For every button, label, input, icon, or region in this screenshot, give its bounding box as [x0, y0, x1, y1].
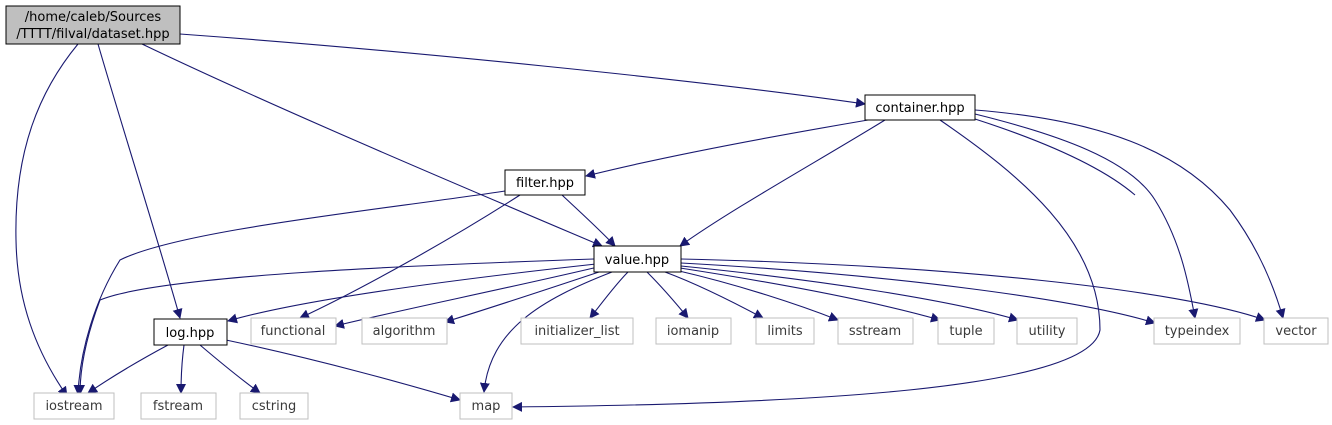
node-tuple: tuple	[937, 317, 995, 345]
edge-value-to-limits	[664, 271, 764, 319]
edge-value-to-algorithm	[444, 269, 606, 325]
edge-value-to-iostream	[75, 258, 595, 395]
edge-log-to-iostream	[87, 344, 169, 394]
edge-container-to-vector	[974, 109, 1286, 319]
node-cstring: cstring	[239, 392, 309, 420]
node-filter-hpp[interactable]: filter.hpp	[504, 169, 586, 196]
edge-container-to-value	[679, 119, 886, 247]
edge-filter-to-functional	[299, 194, 521, 319]
edge-dataset-to-container	[179, 33, 866, 108]
svg-text:algorithm: algorithm	[373, 324, 436, 339]
edge-log-to-cstring	[199, 344, 261, 394]
node-initializer-list: initializer_list	[520, 317, 634, 345]
edge-value-to-vector	[680, 258, 1266, 322]
svg-text:fstream: fstream	[153, 399, 203, 414]
node-limits: limits	[755, 317, 815, 345]
node-algorithm: algorithm	[361, 317, 448, 345]
edge-dataset-to-log	[97, 43, 183, 319]
node-functional: functional	[250, 317, 337, 345]
edge-value-to-iomanip	[646, 271, 689, 319]
edge-container-to-filter	[585, 119, 869, 179]
svg-text:functional: functional	[261, 324, 326, 339]
svg-text:iostream: iostream	[45, 399, 102, 414]
svg-text:typeindex: typeindex	[1165, 324, 1230, 339]
svg-text:tuple: tuple	[949, 324, 982, 339]
node-iostream: iostream	[33, 392, 115, 420]
edge-filter-to-value	[561, 194, 616, 247]
node-log-hpp[interactable]: log.hpp	[153, 318, 228, 346]
node-iomanip: iomanip	[655, 317, 732, 345]
node-container-hpp[interactable]: container.hpp	[864, 94, 976, 121]
edge-value-to-sstream	[674, 269, 839, 322]
node-dataset-hpp-label-line2: /TTTT/filval/dataset.hpp	[16, 27, 169, 42]
svg-text:limits: limits	[767, 324, 803, 339]
svg-text:initializer_list: initializer_list	[534, 324, 619, 339]
edge-value-to-tuple	[679, 267, 941, 323]
node-container-hpp-label: container.hpp	[875, 101, 964, 116]
svg-text:sstream: sstream	[849, 324, 901, 339]
edge-value-to-initializer-list	[589, 271, 629, 319]
edge-container-to-map	[512, 119, 1101, 412]
node-dataset-hpp-label-line1: /home/caleb/Sources	[25, 10, 162, 25]
edge-log-to-fstream	[176, 344, 187, 394]
edge-log-to-map	[225, 339, 461, 403]
node-dataset-hpp[interactable]: /home/caleb/Sources /TTTT/filval/dataset…	[5, 5, 181, 45]
svg-text:iomanip: iomanip	[667, 324, 719, 339]
edge-container-to-typeindex	[974, 113, 1199, 319]
node-value-hpp[interactable]: value.hpp	[593, 245, 682, 273]
node-map: map	[459, 392, 513, 420]
node-vector: vector	[1263, 317, 1329, 345]
edge-container-to-typeindex-2	[974, 118, 1136, 196]
node-sstream: sstream	[837, 317, 914, 345]
edge-filter-to-iostream	[73, 190, 506, 395]
svg-text:map: map	[472, 399, 501, 414]
node-utility: utility	[1016, 317, 1078, 345]
edge-dataset-to-value	[141, 43, 603, 248]
node-fstream: fstream	[140, 392, 217, 420]
node-log-hpp-label: log.hpp	[166, 326, 215, 341]
svg-text:utility: utility	[1029, 324, 1066, 339]
node-typeindex: typeindex	[1153, 317, 1241, 345]
svg-text:vector: vector	[1275, 324, 1317, 339]
edge-value-to-log	[227, 263, 597, 324]
node-filter-hpp-label: filter.hpp	[516, 176, 574, 191]
edge-value-to-utility	[680, 265, 1019, 323]
node-value-hpp-label: value.hpp	[605, 253, 669, 268]
edge-value-to-typeindex	[680, 262, 1156, 326]
edge-dataset-to-iostream	[15, 43, 79, 397]
svg-text:cstring: cstring	[252, 399, 296, 414]
